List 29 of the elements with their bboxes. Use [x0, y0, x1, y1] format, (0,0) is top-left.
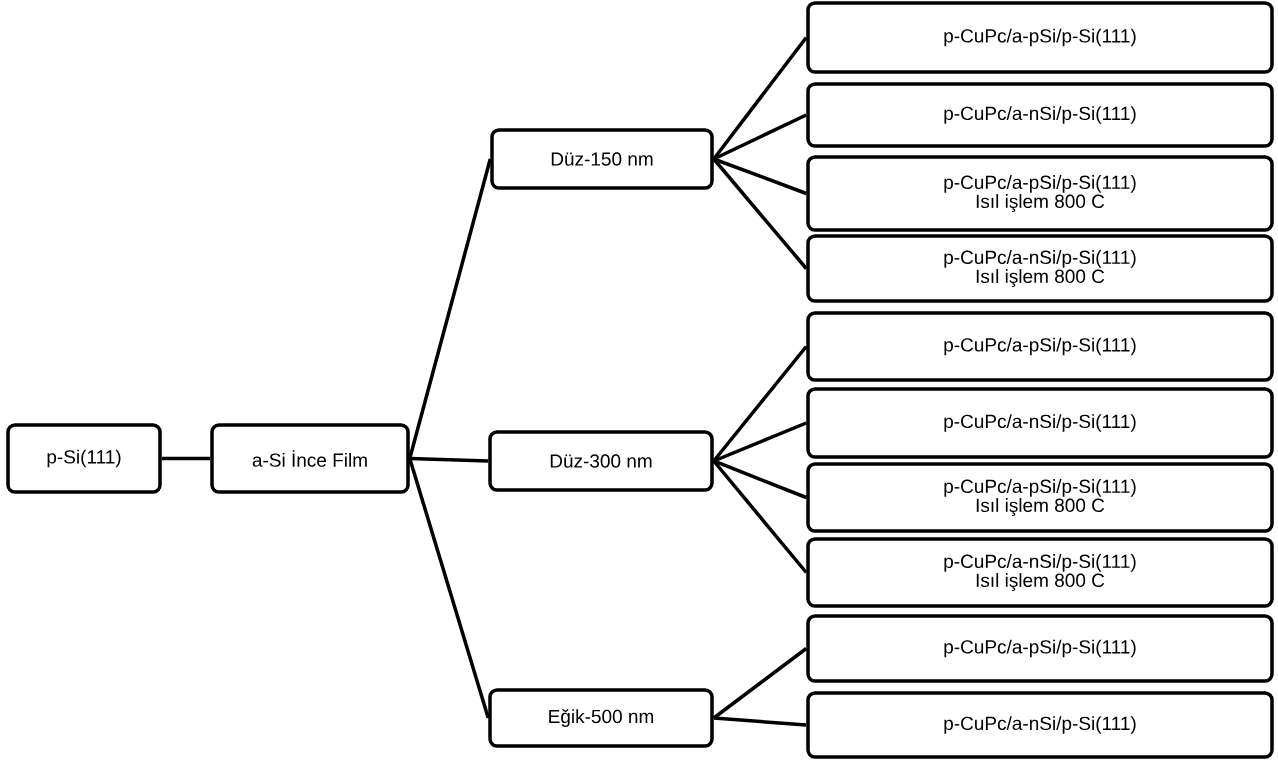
sample-box: p-CuPc/a-pSi/p-Si(111): [806, 1, 1274, 74]
sample-box: p-CuPc/a-pSi/p-Si(111) Isıl işlem 800 C: [806, 462, 1274, 533]
connector-line: [713, 421, 807, 463]
connector-line: [161, 456, 211, 461]
sample-box: p-CuPc/a-pSi/p-Si(111) Isıl işlem 800 C: [806, 155, 1274, 232]
connector-line: [409, 456, 489, 463]
sample-box: p-CuPc/a-nSi/p-Si(111): [806, 387, 1274, 459]
connector-line: [713, 459, 807, 500]
connector-line: [712, 459, 808, 574]
process-box: Düz-300 nm: [488, 430, 714, 492]
connector-line: [712, 345, 808, 463]
connector-line: [712, 157, 808, 270]
sample-box: p-CuPc/a-nSi/p-Si(111): [806, 82, 1274, 148]
sample-box: p-CuPc/a-pSi/p-Si(111): [806, 614, 1274, 683]
process-box: p-Si(111): [6, 423, 162, 494]
sample-box: p-CuPc/a-nSi/p-Si(111) Isıl işlem 800 C: [806, 234, 1274, 303]
sample-box: p-CuPc/a-nSi/p-Si(111) Isıl işlem 800 C: [806, 537, 1274, 608]
connector-line: [713, 157, 807, 196]
connector-line: [408, 458, 490, 719]
sample-box: p-CuPc/a-pSi/p-Si(111): [806, 311, 1274, 382]
connector-line: [713, 716, 807, 727]
connector-line: [408, 158, 492, 459]
connector-line: [712, 36, 808, 161]
process-box: Düz-150 nm: [490, 128, 714, 190]
connector-line: [712, 647, 808, 720]
sample-box: p-CuPc/a-nSi/p-Si(111): [806, 691, 1274, 759]
connector-line: [713, 113, 807, 161]
process-box: Eğik-500 nm: [488, 688, 714, 748]
process-box: a-Si İnce Film: [210, 423, 410, 494]
